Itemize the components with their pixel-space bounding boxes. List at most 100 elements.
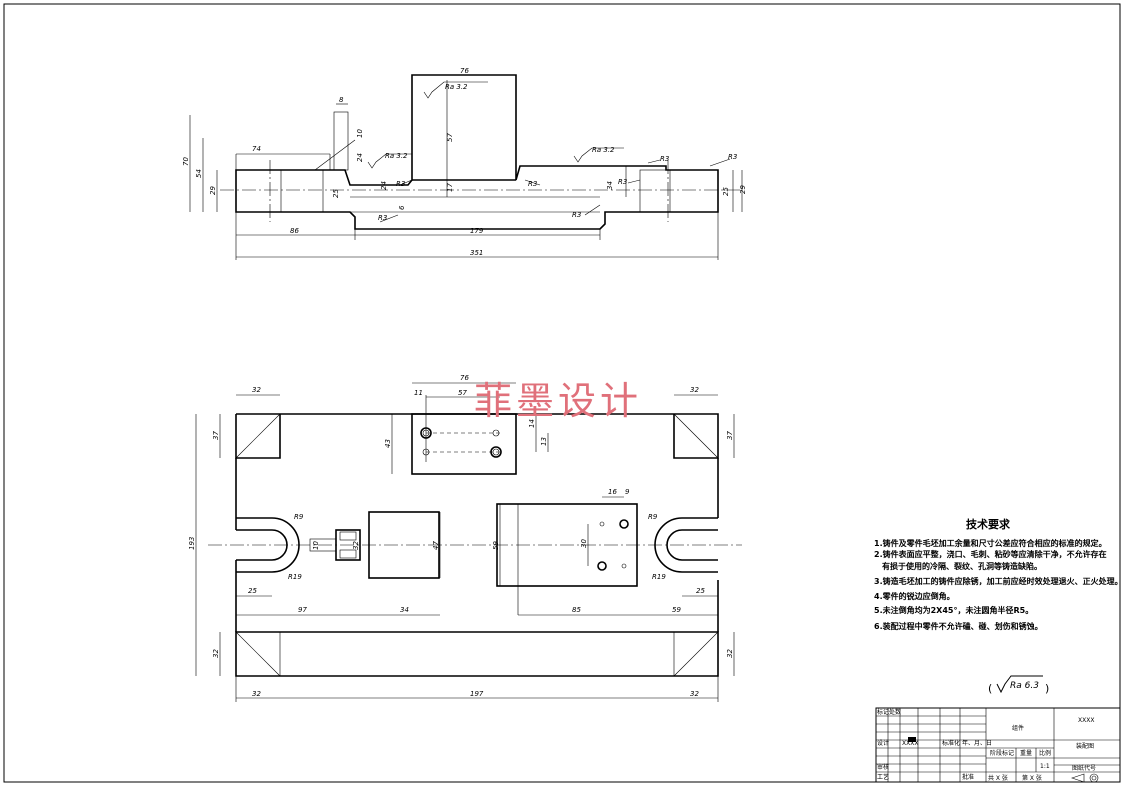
radius-r19-r: R19 xyxy=(652,573,666,581)
drawing-name: 装配图 xyxy=(1076,742,1094,750)
dim-6: 6 xyxy=(398,205,406,210)
tech-req-item: 5.未注倒角均为2X45°，未注圆角半径R5。 xyxy=(874,605,1033,615)
title-block: 组件 XXXX 装配图 图纸代号 阶段标记 重量 比例 1:1 共 X 张 第 … xyxy=(875,707,1121,783)
part-name: XXXX xyxy=(1078,717,1094,724)
mark-label: 标记 xyxy=(877,708,889,716)
part-outline xyxy=(235,74,719,230)
drawing-border xyxy=(3,3,1121,783)
general-roughness-note: ( Ra 6.3 ) xyxy=(988,675,1049,695)
dim-34: 34 xyxy=(606,181,614,190)
dim-16: 16 xyxy=(608,488,617,496)
bolt-hole xyxy=(490,446,502,458)
front-section-view: 76 8 10 57 24 24 70 54 29 74 25 6 17 34 … xyxy=(182,67,747,260)
dim-8: 8 xyxy=(339,96,344,104)
dim-47: 47 xyxy=(432,541,440,550)
dim-9: 9 xyxy=(625,488,630,496)
ymd-label: 年、月、日 xyxy=(962,739,992,747)
dim-197: 197 xyxy=(470,690,484,698)
pin-hole xyxy=(621,563,627,569)
radius-r3-2: R3 xyxy=(528,180,537,188)
craft-label: 工艺 xyxy=(877,773,889,781)
dim-10: 10 xyxy=(356,129,364,138)
radius-r3-3: R3 xyxy=(378,214,387,222)
tech-req-item: 1.铸件及零件毛坯加工余量和尺寸公差应符合相应的标准的规定。 xyxy=(874,538,1107,548)
radius-r3-6: R3 xyxy=(660,155,669,163)
dim-37-l: 37 xyxy=(212,431,220,440)
dim-74: 74 xyxy=(252,145,261,153)
dim-25b: 25 xyxy=(722,187,730,196)
technical-requirements: 技术要求 1.铸件及零件毛坯加工余量和尺寸公差应符合相应的标准的规定。 2.铸件… xyxy=(874,517,1123,631)
dim-32-tl: 32 xyxy=(252,386,261,394)
dim-76: 76 xyxy=(460,374,469,382)
dim-76: 76 xyxy=(460,67,469,75)
dim-17: 17 xyxy=(446,183,454,192)
dim-37-r: 37 xyxy=(726,431,734,440)
dim-86: 86 xyxy=(290,227,299,235)
watermark-text: 菲墨设计 xyxy=(474,379,642,423)
top-plan-view: 32 32 76 11 57 37 37 43 14 13 16 9 193 1… xyxy=(188,374,742,702)
dim-25a: 25 xyxy=(332,189,340,198)
radius-r3-7: R3 xyxy=(728,153,737,161)
u-slot-right xyxy=(654,517,718,573)
scale-value: 1:1 xyxy=(1040,763,1050,770)
designer-value: XXXX xyxy=(902,740,918,747)
tech-req-item: 6.装配过程中零件不允许磕、碰、划伤和锈蚀。 xyxy=(874,621,1043,631)
dim-57: 57 xyxy=(458,389,467,397)
radius-r3-5: R3 xyxy=(618,178,627,186)
std-label: 标准化 xyxy=(942,739,960,747)
bottom-plate-outline xyxy=(235,631,719,677)
middle-block xyxy=(368,511,440,579)
hatch-left xyxy=(280,169,324,213)
pin-hole xyxy=(619,519,629,529)
tech-req-item: 2.铸件表面应平整，浇口、毛刺、粘砂等应清除干净，不允许存在 xyxy=(874,549,1107,559)
dim-11: 11 xyxy=(414,389,423,397)
pin-hole xyxy=(599,521,605,527)
drawing-no: 图纸代号 xyxy=(1072,764,1096,772)
dim-24b: 24 xyxy=(380,181,388,190)
svg-text:(: ( xyxy=(988,682,992,695)
u-slot-left xyxy=(236,517,300,573)
designer-label: 设计 xyxy=(877,739,889,747)
checker-label: 审核 xyxy=(877,763,889,771)
dim-32-bottom-l: 32 xyxy=(252,690,261,698)
tech-req-item: 有损于使用的冷隔、裂纹、孔洞等铸造缺陷。 xyxy=(882,561,1042,571)
svg-text:Ra 6.3: Ra 6.3 xyxy=(1010,681,1039,691)
sheet-total: 共 X 张 xyxy=(988,774,1008,782)
dim-32-bottom-r: 32 xyxy=(690,690,699,698)
right-block xyxy=(496,503,638,587)
dim-57: 57 xyxy=(446,133,454,142)
dim-193: 193 xyxy=(188,537,196,550)
radius-r9-l: R9 xyxy=(294,513,304,521)
hatch-right xyxy=(639,169,671,213)
dim-10: 10 xyxy=(312,541,320,550)
roughness-ra32-3: Ra 3.2 xyxy=(592,146,615,154)
roughness-ra32-1: Ra 3.2 xyxy=(445,83,468,91)
material-label: 组件 xyxy=(1012,724,1024,732)
sheet-no: 第 X 张 xyxy=(1022,774,1042,782)
dim-13: 13 xyxy=(540,437,548,446)
dim-14: 14 xyxy=(528,419,536,428)
hatch-post xyxy=(333,111,349,171)
dim-43: 43 xyxy=(384,439,392,448)
upper-boss-block xyxy=(411,413,517,475)
radius-r19-l: R19 xyxy=(288,573,302,581)
dim-34: 34 xyxy=(400,606,409,614)
dim-30: 30 xyxy=(580,539,588,548)
radius-r9-r: R9 xyxy=(648,513,658,521)
count-label: 处数 xyxy=(889,708,901,716)
weight-label: 重量 xyxy=(1020,749,1032,757)
dim-24a: 24 xyxy=(356,153,364,162)
dim-97: 97 xyxy=(298,606,307,614)
dim-179: 179 xyxy=(470,227,484,235)
svg-text:): ) xyxy=(1045,682,1049,695)
dim-25-l: 25 xyxy=(248,587,257,595)
dim-32-bl: 32 xyxy=(212,649,220,658)
dim-29a: 29 xyxy=(209,186,217,195)
dim-59-b: 59 xyxy=(672,606,681,614)
dim-32-m: 32 xyxy=(352,541,360,550)
dim-32-br: 32 xyxy=(726,649,734,658)
dim-54: 54 xyxy=(195,169,203,178)
dim-85: 85 xyxy=(572,606,581,614)
approve-label: 批准 xyxy=(962,773,974,781)
dim-32-tr: 32 xyxy=(690,386,699,394)
